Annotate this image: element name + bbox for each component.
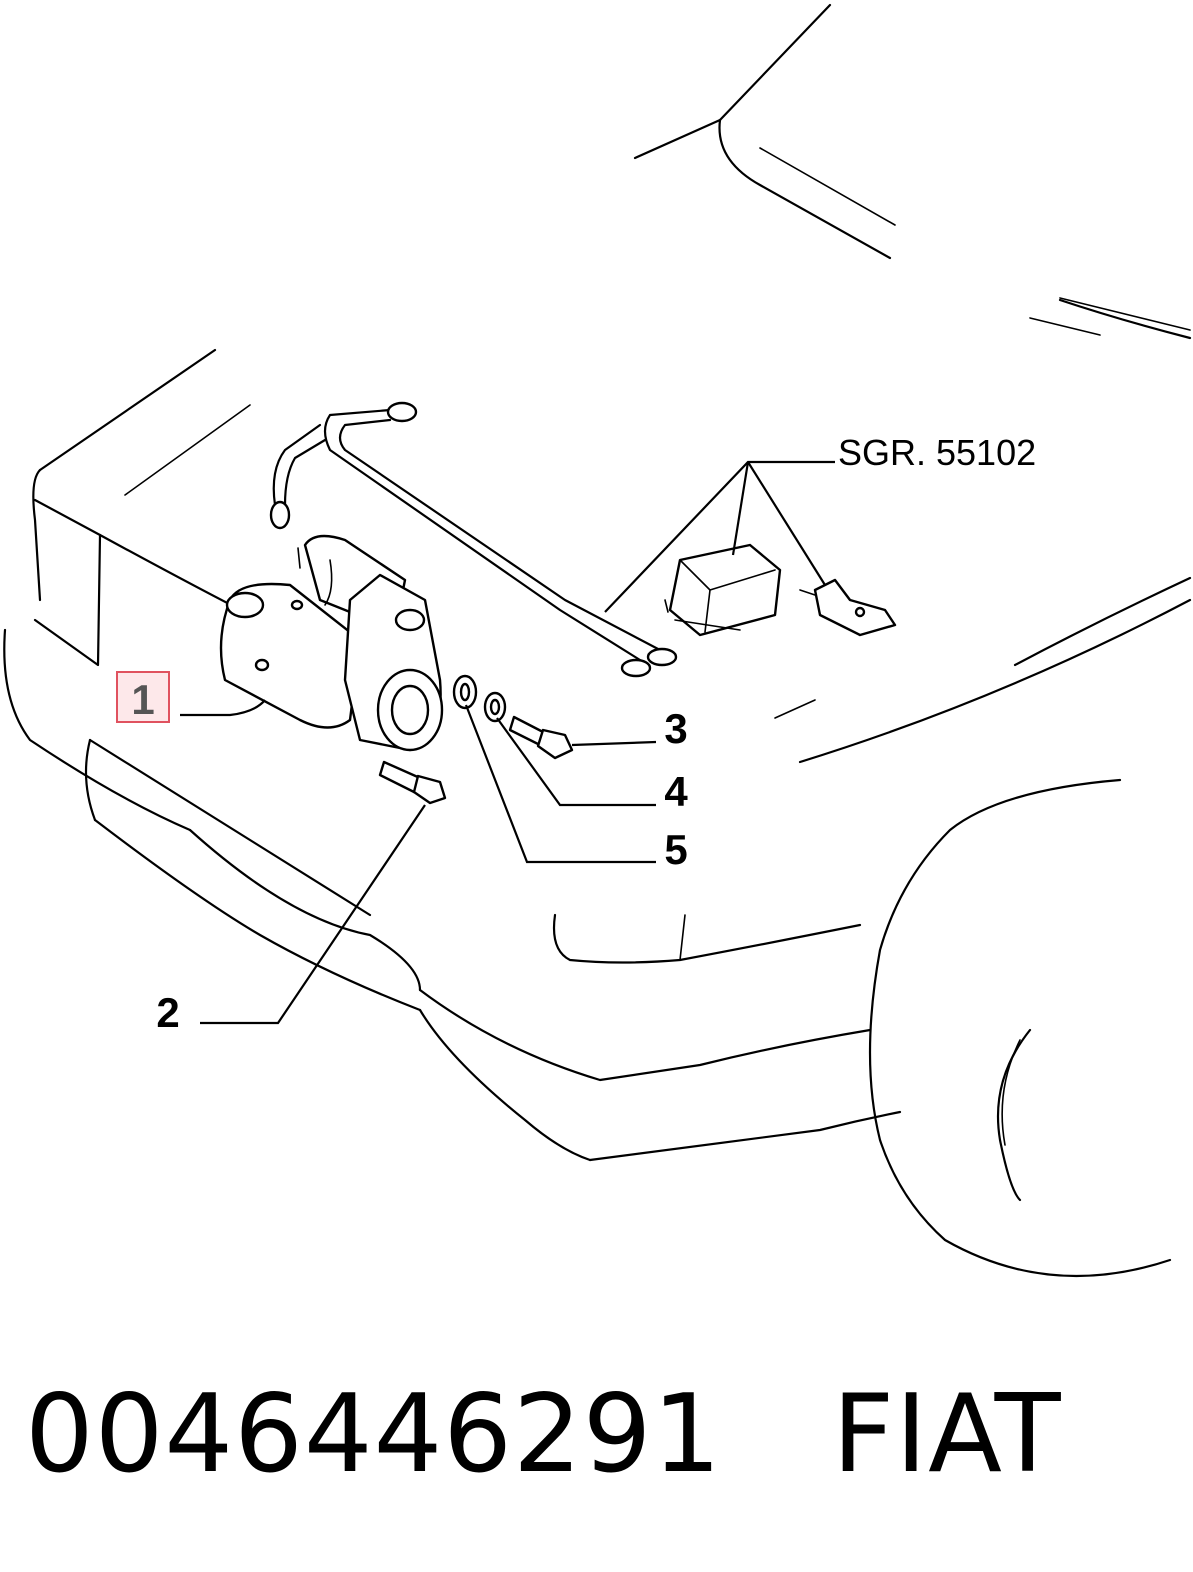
highlight-box	[116, 671, 170, 723]
bolt-item-2	[378, 760, 447, 805]
part-number: 0046446291	[25, 1372, 723, 1497]
washer-item-5	[452, 674, 478, 710]
callout-label-2: 2	[156, 989, 179, 1036]
starter-motor	[219, 534, 444, 752]
car-body-outline	[3, 3, 1192, 1278]
mounting-bracket	[799, 578, 897, 637]
bolt-item-3	[508, 715, 574, 760]
callout-label-1: 1	[131, 676, 154, 723]
brand-name: FIAT	[832, 1372, 1062, 1497]
callout-label-4: 4	[664, 768, 688, 815]
leader-lines	[180, 460, 835, 1025]
relay-box	[664, 543, 782, 637]
lock-washer-item-4	[483, 691, 507, 723]
callout-label-5: 5	[664, 826, 687, 873]
battery-cable	[269, 401, 678, 678]
callout-label-3: 3	[664, 705, 687, 752]
callout-1: 1	[116, 671, 170, 723]
reference-group-label: SGR. 55102	[838, 432, 1036, 473]
footer-caption: 0046446291 FIAT	[25, 1372, 1062, 1497]
